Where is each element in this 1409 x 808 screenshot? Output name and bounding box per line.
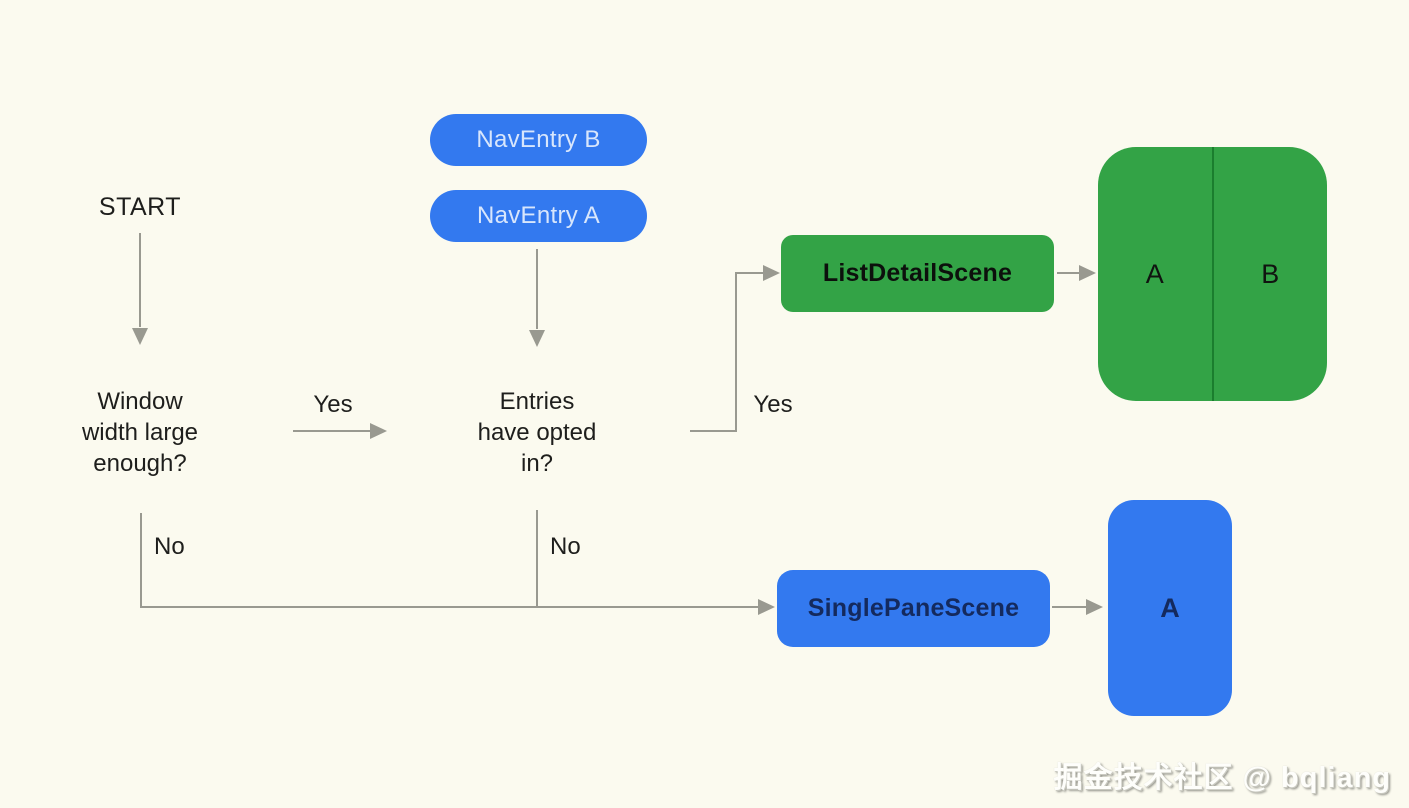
listdetail-pane-b: B [1214, 147, 1328, 401]
listdetailscene-label: ListDetailScene [822, 259, 1013, 287]
naventry-a-node: NavEntry A [430, 190, 647, 242]
connector-listdetailscene-to-panes [1057, 265, 1096, 281]
listdetail-panes-box: A B [1098, 147, 1327, 401]
naventry-a-label: NavEntry A [476, 202, 601, 229]
listdetail-pane-a: A [1098, 147, 1212, 401]
label-no-entries: No [550, 533, 581, 560]
singlepanescene-node: SinglePaneScene [777, 570, 1050, 647]
question-window-width: Window width large enough? [81, 388, 199, 477]
singlepanescene-label: SinglePaneScene [807, 594, 1020, 622]
singlepane-box: A [1108, 500, 1232, 716]
connector-start-to-window-question [132, 233, 148, 345]
connector-naventry-a-to-entries-question [529, 249, 545, 347]
question-entries-opted-in: Entries have opted in? [477, 388, 597, 477]
connector-singlepanescene-to-pane [1052, 599, 1103, 615]
naventry-b-node: NavEntry B [430, 114, 647, 166]
label-no-window: No [154, 533, 185, 560]
listdetailscene-node: ListDetailScene [781, 235, 1054, 312]
label-yes-entries: Yes [753, 391, 793, 418]
pane-b-label: B [1261, 258, 1280, 289]
connector-yes-entries-to-listdetailscene [690, 265, 780, 432]
connector-no-window-to-singlepanescene [140, 513, 775, 615]
label-yes-window: Yes [313, 391, 353, 418]
connector-yes-window-to-entries [293, 423, 387, 439]
watermark-text: 掘金技术社区 @ bqliang [1053, 762, 1391, 794]
pane-divider [1211, 147, 1214, 401]
naventry-b-label: NavEntry B [476, 126, 601, 153]
singlepane-a-label: A [1160, 592, 1180, 623]
start-label: START [98, 193, 182, 221]
pane-a-label: A [1145, 258, 1164, 289]
